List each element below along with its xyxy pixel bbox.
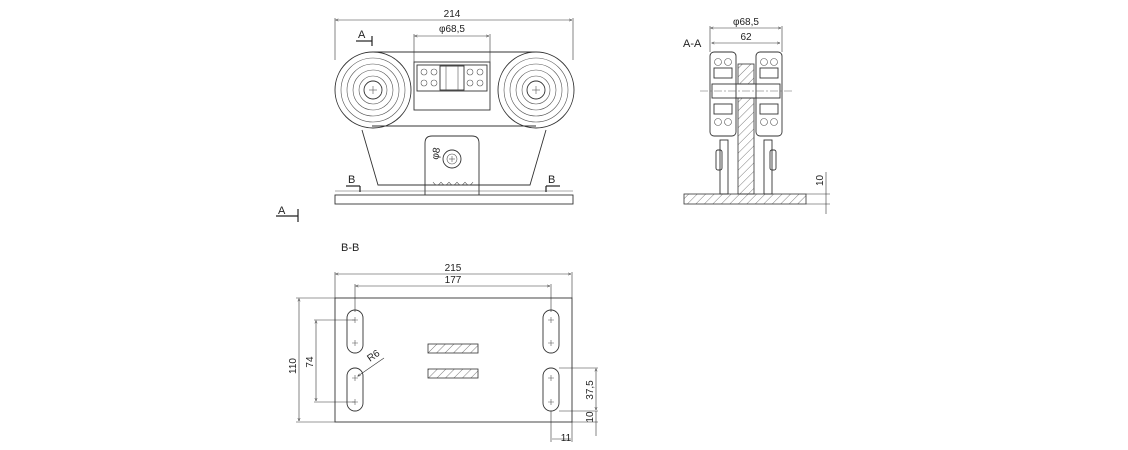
- dim-bearing-dia: φ68,5: [439, 24, 465, 35]
- weld-marks: [432, 181, 474, 186]
- dim-total-width: 214: [444, 9, 461, 20]
- plan-dim-hole-spacing: 177: [445, 275, 462, 286]
- slot-left-bottom: [346, 367, 364, 412]
- bearing-inner: [439, 65, 465, 91]
- slot-right-top: [542, 309, 560, 354]
- side-view: A-A φ68,5 62: [683, 17, 830, 214]
- slot-left-top: [346, 309, 364, 354]
- section-mark-b-left: B: [348, 174, 355, 186]
- bearing-outer: [416, 64, 488, 92]
- plan-plate: [334, 297, 573, 423]
- plan-dim-slot-length: 37,5: [585, 380, 596, 400]
- mounting-lug: [424, 135, 480, 195]
- weld-strip-lower: [427, 368, 479, 379]
- lug-hole-label: φ8: [430, 146, 443, 160]
- plan-view: B-B 215 177 110 74: [288, 242, 598, 444]
- side-web-upper: [737, 63, 755, 85]
- lug-hole: [442, 149, 462, 169]
- frame-outline: [361, 129, 547, 186]
- base-plate: [334, 194, 574, 205]
- left-wheel: [334, 51, 412, 129]
- side-dim-plate-thickness: 10: [815, 174, 826, 186]
- side-wheel-left: [709, 51, 737, 137]
- side-dim-bearing-dia: φ68,5: [733, 17, 759, 28]
- side-section-title: A-A: [683, 38, 702, 50]
- plan-dim-height: 110: [288, 358, 299, 374]
- plan-dim-edge-offset: 10: [585, 411, 596, 423]
- side-web-lower: [737, 97, 755, 195]
- section-mark-a: A: [358, 29, 366, 41]
- side-bearing-balls: [714, 58, 778, 126]
- side-dim-width: 62: [740, 32, 752, 43]
- slot-centers: [352, 317, 554, 405]
- front-view: 214 φ68,5 A: [334, 9, 575, 205]
- plan-section-title: B-B: [341, 242, 359, 254]
- bearing-balls: [420, 68, 484, 87]
- side-wheel-right: [755, 51, 783, 137]
- side-base-plate: [683, 193, 807, 205]
- weld-strip-upper: [427, 343, 479, 354]
- bearing-housing: [413, 61, 491, 111]
- plan-dim-slot-spacing: 74: [305, 356, 316, 368]
- view-arrow-label: A: [278, 205, 286, 217]
- right-wheel: [497, 51, 575, 129]
- section-mark-b-right: B: [548, 174, 555, 186]
- view-arrow-a: A: [276, 205, 299, 222]
- plan-dim-slot-edge: 11: [561, 433, 572, 444]
- plan-dim-total-width: 215: [445, 263, 462, 274]
- plan-dim-radius: R6: [365, 348, 382, 365]
